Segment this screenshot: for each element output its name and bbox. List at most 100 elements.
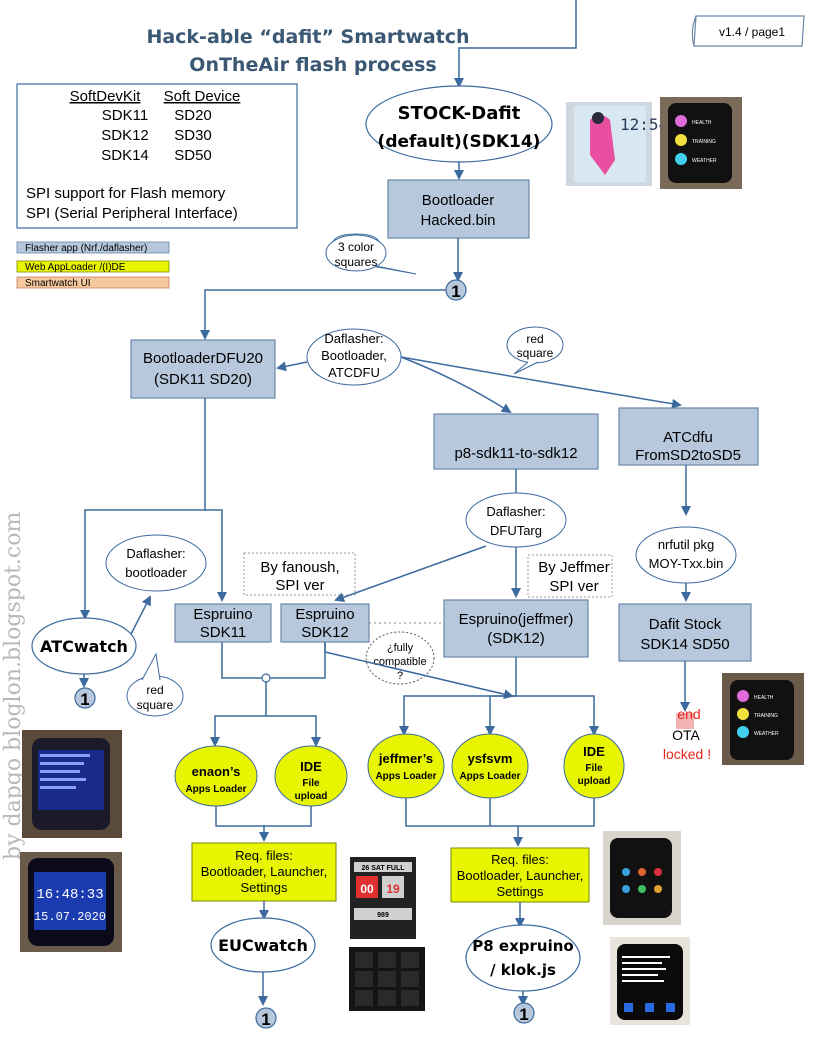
req-files-left-node: Req. files: Bootloader, Launcher, Settin… [191, 842, 337, 902]
eucwatch-node: EUCwatch [210, 917, 316, 973]
svg-text:square: square [137, 698, 174, 712]
info-row-sd-1: SD30 [174, 127, 212, 144]
svg-text:Espruino: Espruino [295, 606, 354, 623]
watch-photo-stock: 12:54 [566, 102, 668, 186]
svg-text:upload: upload [295, 791, 328, 802]
atcwatch-node: ATCwatch [31, 617, 137, 675]
watch-menu-item: HEALTH [754, 695, 774, 701]
bootloader-dfu20-node: BootloaderDFU20 (SDK11 SD20) [130, 339, 276, 399]
watermark: by dapgo bloglon.blogspot.com [1, 512, 26, 860]
watch-euc-text: 19 [386, 882, 400, 896]
title-line1: Hack-able “dafit” Smartwatch [146, 26, 469, 48]
svg-text:Bootloader,: Bootloader, [321, 348, 387, 363]
stock-dafit-node: STOCK-Dafit (default)(SDK14) [365, 85, 553, 163]
end-ota-label: end OTA locked ! [663, 706, 711, 762]
svg-text:red: red [146, 683, 163, 697]
svg-text:DFUTarg: DFUTarg [490, 523, 542, 538]
svg-text:1: 1 [451, 282, 460, 301]
svg-text:Bootloader, Launcher,: Bootloader, Launcher, [457, 868, 584, 883]
svg-text:STOCK-Dafit: STOCK-Dafit [398, 103, 521, 124]
watch-bigdate: 15.07.2020 [34, 910, 106, 924]
app-ysfsvm-loader[interactable]: ysfsvm Apps Loader [451, 733, 529, 799]
version-badge: v1.4 / page1 [691, 15, 805, 47]
svg-text:bootloader: bootloader [125, 565, 187, 580]
watch-menu-item: TRAINING [754, 713, 778, 719]
svg-text:Settings: Settings [497, 884, 544, 899]
label-by-jeffmer: By Jeffmer SPI ver [527, 554, 613, 598]
espruino-sdk12-node: Espruino SDK12 [280, 603, 370, 643]
svg-text:locked !: locked ! [663, 746, 711, 762]
info-note-1: SPI support for Flash memory [26, 185, 226, 202]
app-jeffmer-loader[interactable]: jeffmer’s Apps Loader [367, 733, 445, 799]
svg-text:Daflasher:: Daflasher: [486, 504, 545, 519]
legend-item-ui: Smartwatch UI [25, 278, 91, 289]
bubble-red-square-bottom: red square [126, 652, 184, 717]
legend-item-flasher: Flasher app (Nrf./daflasher) [25, 243, 147, 254]
svg-text:(SDK11 SD20): (SDK11 SD20) [154, 371, 252, 388]
watch-menu-item: TRAINING [692, 139, 716, 145]
watch-photo-atc-time: 16:48:33 15.07.2020 [20, 852, 122, 952]
watch1-time: 12:54 [620, 115, 668, 134]
svg-text:SDK12: SDK12 [301, 624, 349, 641]
svg-text:1: 1 [519, 1005, 528, 1024]
svg-text:By fanoush,: By fanoush, [260, 559, 339, 576]
connector-1-euc: 1 [255, 1007, 277, 1029]
svg-text:3 color: 3 color [338, 240, 374, 254]
svg-text:File: File [585, 763, 603, 774]
svg-text:Apps Loader: Apps Loader [459, 771, 520, 782]
svg-text:Espruino: Espruino [193, 606, 252, 623]
svg-text:ysfsvm: ysfsvm [468, 751, 513, 766]
watch-menu-item: HEALTH [692, 120, 712, 126]
svg-text:?: ? [397, 670, 403, 682]
watch-photo-p8-text [610, 937, 690, 1025]
svg-text:EUCwatch: EUCwatch [218, 936, 308, 955]
svg-text:ATCdfu: ATCdfu [663, 429, 713, 446]
svg-text:red: red [526, 332, 543, 346]
legend-item-web: Web AppLoader /(I)DE [25, 262, 126, 273]
svg-text:FromSD2toSD5: FromSD2toSD5 [635, 447, 741, 464]
watch-euc-text: 00 [360, 882, 374, 896]
bubble-daflasher-bootloader: Daflasher: bootloader [105, 534, 207, 592]
watch-photo-euc: 26 SAT FULL 00 19 989 [350, 857, 416, 939]
app-enaon-loader[interactable]: enaon’s Apps Loader [174, 745, 258, 807]
svg-text:Settings: Settings [241, 880, 288, 895]
app-ide-upload-1[interactable]: IDE File upload [274, 745, 348, 807]
info-row-sdk-1: SDK12 [101, 127, 149, 144]
watch-menu-item: WEATHER [754, 731, 779, 737]
connector-1-atcwatch: 1 [74, 687, 96, 709]
watch-photo-menu-top: HEALTH TRAINING WEATHER [660, 97, 742, 189]
info-header-sdk: SoftDevKit [70, 88, 142, 105]
bubble-nrfutil: nrfutil pkg MOY-Txx.bin [635, 526, 737, 584]
connector-1-top: 1 [445, 279, 467, 301]
atcdfu-node: ATCdfu FromSD2toSD5 [618, 407, 759, 466]
svg-text:Daflasher:: Daflasher: [324, 331, 383, 346]
svg-text:MOY-Txx.bin: MOY-Txx.bin [649, 556, 724, 571]
svg-text:Req. files:: Req. files: [235, 848, 293, 863]
svg-text:(default)(SDK14): (default)(SDK14) [378, 132, 541, 152]
svg-text:Dafit Stock: Dafit Stock [649, 616, 722, 633]
svg-text:Espruino(jeffmer): Espruino(jeffmer) [459, 611, 574, 628]
watch-photo-menu-bottom: HEALTH TRAINING WEATHER [722, 673, 804, 765]
espruino-jeffmer-node: Espruino(jeffmer) (SDK12) [443, 599, 589, 658]
svg-text:Bootloader, Launcher,: Bootloader, Launcher, [201, 864, 328, 879]
req-files-right-node: Req. files: Bootloader, Launcher, Settin… [450, 847, 590, 903]
bubble-red-square-top: red square [506, 326, 564, 375]
svg-text:Req. files:: Req. files: [491, 852, 549, 867]
svg-text:Hacked.bin: Hacked.bin [420, 212, 495, 229]
svg-text:1: 1 [80, 690, 89, 709]
info-row-sd-0: SD20 [174, 107, 212, 124]
svg-text:File: File [302, 778, 320, 789]
svg-text:/ klok.js: / klok.js [490, 961, 556, 979]
svg-text:squares: squares [335, 255, 378, 269]
title-line2: OnTheAir flash process [189, 54, 436, 76]
svg-text:enaon’s: enaon’s [192, 764, 241, 779]
bubble-daflasher-dfutarg: Daflasher: DFUTarg [465, 492, 567, 548]
svg-text:P8 expruino: P8 expruino [472, 937, 573, 955]
svg-text:nrfutil pkg: nrfutil pkg [658, 537, 714, 552]
app-ide-upload-2[interactable]: IDE File upload [563, 733, 625, 799]
svg-text:SDK11: SDK11 [200, 624, 246, 641]
dafit-stock-node: Dafit Stock SDK14 SD50 [618, 603, 752, 662]
watch-bigtime: 16:48:33 [36, 887, 103, 903]
svg-text:SPI ver: SPI ver [275, 577, 324, 594]
